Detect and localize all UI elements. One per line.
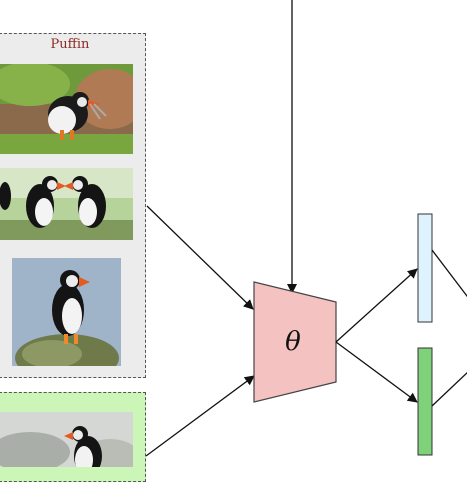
green-output-bar (417, 347, 433, 456)
green-bar-output-line (431, 371, 467, 407)
puffin-photo-1 (0, 64, 133, 154)
puffin-photo-2-image (0, 168, 133, 240)
puffin-panel-title: Puffin (50, 37, 90, 52)
puffin-photo-4 (0, 412, 133, 467)
puffin-photo-3-image (12, 258, 121, 366)
puffin-photo-1-image (0, 64, 133, 154)
model-to-green-bar-arrow (335, 341, 418, 403)
puffin-photo-3 (12, 258, 121, 366)
puffin-to-model-arrow (146, 205, 254, 310)
puffin-photo-4-image (0, 412, 133, 467)
model-diagram: θ (145, 0, 467, 457)
model-to-blue-bar-arrow (335, 268, 418, 343)
green-to-model-arrow (145, 375, 255, 457)
model-trapezoid (253, 281, 337, 403)
blue-output-bar (417, 213, 433, 323)
puffin-photo-2 (0, 168, 133, 240)
blue-bar-output-line (431, 249, 467, 298)
theta-label: θ (285, 327, 301, 357)
